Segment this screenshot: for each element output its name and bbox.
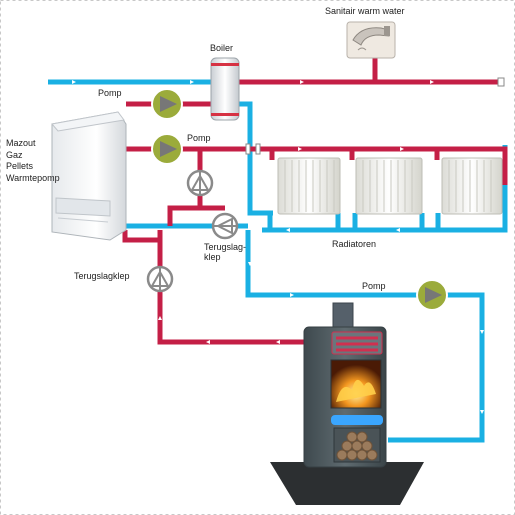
terugslagklep-left-label: Terugslagklep [74, 271, 130, 281]
boiler-return-pipe [238, 101, 273, 216]
flow-arrows [72, 80, 484, 414]
flow-arrow-icon [190, 80, 194, 84]
flow-arrow-icon [206, 340, 210, 344]
pump-mid [151, 133, 183, 165]
wood-stove-icon [270, 302, 424, 505]
sanitair-label: Sanitair warm water [325, 6, 405, 16]
heat-source-item: Mazout [6, 138, 36, 148]
stove-heat-exchanger [336, 336, 378, 352]
check-valve-icon [146, 265, 174, 293]
stove-blue-glow [331, 415, 383, 425]
check-valve-icon [186, 169, 214, 197]
pump-top [151, 88, 183, 120]
heat-source-item: Warmtepomp [6, 172, 60, 183]
stove-base-plate [270, 462, 424, 505]
flow-arrow-icon [396, 228, 400, 232]
stove-chimney [332, 302, 354, 330]
radiator-supply-pipe [256, 146, 508, 185]
heat-source-list: Mazout Gaz Pellets Warmtepomp [6, 138, 60, 184]
flow-arrow-icon [290, 293, 294, 297]
radiatoren-label: Radiatoren [332, 239, 377, 249]
flow-arrow-icon [480, 410, 484, 414]
cv-boiler-unit [51, 111, 127, 241]
flow-arrow-icon [248, 262, 252, 266]
pomp-stove-label: Pomp [362, 281, 386, 291]
radiator-icon [277, 157, 341, 215]
radiator-icon [355, 157, 423, 215]
flow-arrow-icon [400, 147, 404, 151]
flow-arrow-icon [286, 228, 290, 232]
pomp-mid-label: Pomp [187, 133, 211, 143]
flow-arrow-icon [158, 316, 162, 320]
flow-arrow-icon [276, 340, 280, 344]
terugslagklep-center-line-1: Terugslag- [204, 242, 247, 252]
flow-arrow-icon [480, 330, 484, 334]
stove-firewood [336, 431, 378, 461]
heat-source-item: Pellets [6, 161, 34, 171]
terugslagklep-center-label: Terugslag- klep [204, 242, 246, 262]
pump-stove [416, 279, 448, 311]
check-valve-icon [211, 212, 239, 240]
flow-arrow-icon [430, 80, 434, 84]
boiler-tank-icon [210, 57, 240, 121]
faucet-icon [346, 21, 396, 59]
pomp-top-label: Pomp [98, 88, 122, 98]
radiator-icon [441, 157, 503, 215]
heat-source-item: Gaz [6, 149, 23, 160]
radiators [277, 157, 503, 215]
boiler-label: Boiler [210, 43, 234, 53]
terugslagklep-center-line-2: klep [204, 252, 221, 262]
flow-arrow-icon [298, 147, 302, 151]
flow-arrow-icon [300, 80, 304, 84]
flow-arrow-icon [72, 80, 76, 84]
stove-supply-pipe [245, 230, 485, 443]
